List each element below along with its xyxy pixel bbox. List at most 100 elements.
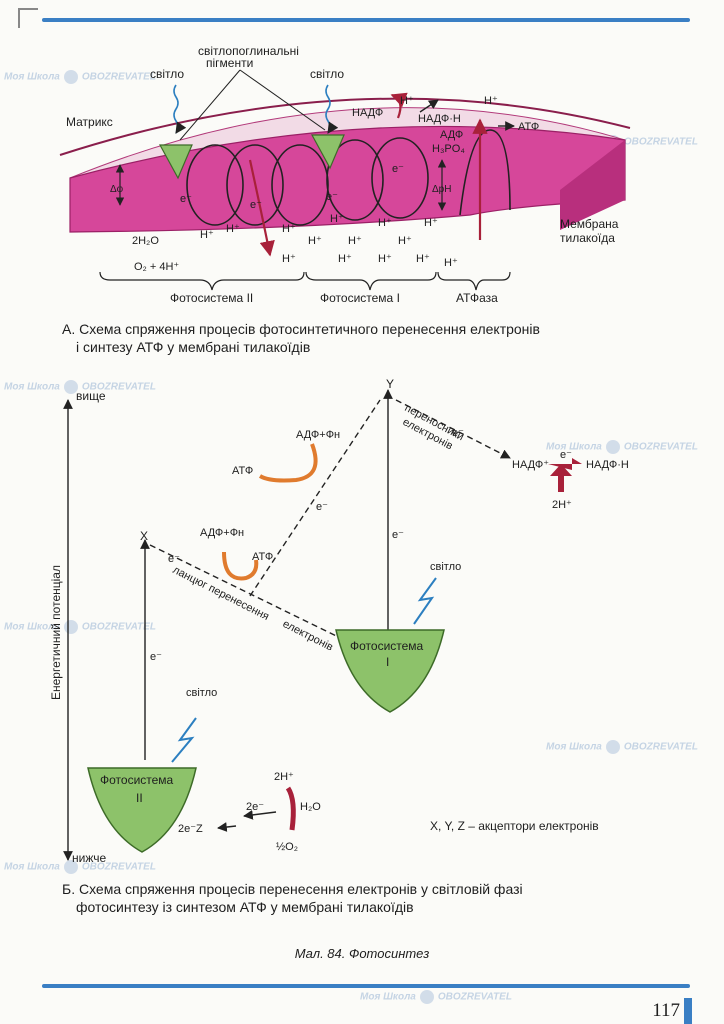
brace-atfaza <box>437 271 511 291</box>
label-e-carrier: e⁻ <box>452 427 464 439</box>
label-higher: вище <box>76 389 106 403</box>
label-light-2: світло <box>186 687 217 699</box>
light-bolt-1 <box>413 577 437 625</box>
membrane-front <box>69 125 626 233</box>
label-h2o: H₂O <box>300 801 321 813</box>
caption-b-line-2: фотосинтезу із синтезом АТФ у мембрані т… <box>76 899 414 915</box>
label-h: H⁺ <box>348 235 362 247</box>
caption-b: Б. Схема спряження процесів перенесення … <box>62 880 523 916</box>
label-half-o2: ½O₂ <box>276 841 298 853</box>
label-adf-fn-mid: АДФ+Фн <box>200 527 244 539</box>
label-ps2-1: Фотосистема <box>100 773 174 787</box>
nadf-arrow-head <box>550 464 572 476</box>
page-bar <box>684 998 692 1024</box>
label-ps2: Фотосистема II <box>170 291 253 305</box>
label-e-1: e⁻ <box>180 193 192 205</box>
label-membrane-2: тилакоїда <box>560 231 615 245</box>
label-h: H⁺ <box>338 253 352 265</box>
label-e-3: e⁻ <box>326 191 338 203</box>
label-delta-ph: ΔрН <box>432 184 451 195</box>
label-acceptors: X, Y, Z – акцептори електронів <box>430 819 599 833</box>
label-light-1: світло <box>430 561 461 573</box>
atp-arc-mid <box>222 551 259 581</box>
label-adf: АДФ <box>440 129 463 141</box>
label-pigments-1: світлопоглинальні <box>198 44 299 58</box>
caption-b-line-1: Б. Схема спряження процесів перенесення … <box>62 881 523 897</box>
label-nadf-h: НАДФ·Н <box>418 113 461 125</box>
red-arrow-h-out-1 <box>248 159 275 257</box>
label-e-4: e⁻ <box>392 163 404 175</box>
label-two-e: 2e⁻ <box>246 801 264 813</box>
label-two-h-bottom: 2H⁺ <box>274 771 294 783</box>
label-ps1-2: I <box>386 655 389 669</box>
pigment-cone-left <box>158 144 193 180</box>
label-water: 2H₂O <box>132 235 159 247</box>
membrane-outline <box>59 97 631 156</box>
label-h-plus-1: H⁺ <box>400 95 414 107</box>
label-h-plus-2: H⁺ <box>484 95 498 107</box>
water-arrow <box>285 786 296 831</box>
transport-loops <box>186 129 511 226</box>
label-x: X <box>140 529 148 543</box>
label-atf: АТФ <box>518 121 539 133</box>
label-h: H⁺ <box>416 253 430 265</box>
photosystem-1-cup <box>335 629 445 713</box>
page-number: 117 <box>652 1000 680 1021</box>
label-h: H⁺ <box>226 223 240 235</box>
nadf-arrow-bar <box>558 472 564 492</box>
label-h: H⁺ <box>308 235 322 247</box>
label-e-chain: e⁻ <box>168 553 180 565</box>
red-arrow-nadf <box>390 92 408 119</box>
label-h: H⁺ <box>378 253 392 265</box>
label-lower: нижче <box>72 851 106 865</box>
label-nadf-h: НАДФ·Н <box>586 459 629 471</box>
label-h: H⁺ <box>282 253 296 265</box>
top-rule <box>42 18 690 22</box>
label-two-h: 2H⁺ <box>552 499 572 511</box>
brace-ps2 <box>99 271 305 291</box>
arrow-nadf-h <box>419 99 439 113</box>
label-y: Y <box>386 377 394 391</box>
label-e-dashed: e⁻ <box>316 501 328 513</box>
label-light-right: світло <box>310 67 344 81</box>
label-two-e-z: 2e⁻Z <box>178 823 203 835</box>
label-chain-2: електронів <box>281 618 335 654</box>
label-e-2: e⁻ <box>250 199 262 211</box>
caption-a-line-1: А. Схема спряження процесів фотосинтетич… <box>62 321 540 337</box>
label-h: H⁺ <box>378 217 392 229</box>
label-h: H⁺ <box>282 223 296 235</box>
label-ps1-1: Фотосистема <box>350 639 424 653</box>
label-nadf-plus: НАДФ⁺ <box>512 459 549 471</box>
caption-a: А. Схема спряження процесів фотосинтетич… <box>62 320 540 356</box>
label-h: H⁺ <box>398 235 412 247</box>
label-atf-mid: АТФ <box>252 551 273 563</box>
label-atf-top: АТФ <box>232 465 253 477</box>
label-membrane-1: Мембрана <box>560 217 619 231</box>
label-h3po4: H₃PO₄ <box>432 143 465 155</box>
label-nadf: НАДФ <box>352 107 383 119</box>
label-matrix: Матрикс <box>66 115 113 129</box>
label-o2-4h: O₂ + 4H⁺ <box>134 261 179 273</box>
light-bolt-2 <box>171 717 197 763</box>
label-atfaza: АТФаза <box>456 291 498 305</box>
label-e-nadf: e⁻ <box>560 449 572 461</box>
label-h: H⁺ <box>200 229 214 241</box>
label-h: H⁺ <box>330 213 344 225</box>
label-ps2-2: II <box>136 791 143 805</box>
chain-up-dashed <box>249 399 381 597</box>
caption-a-line-2: і синтезу АТФ у мембрані тилакоїдів <box>76 339 311 355</box>
label-e-ps2: e⁻ <box>150 651 162 663</box>
light-wave-left <box>173 84 187 134</box>
label-h: H⁺ <box>444 257 458 269</box>
figure-a-thylakoid-diagram: світло світлопоглинальні пігменти світло… <box>59 44 631 305</box>
bottom-rule <box>42 984 690 988</box>
pigment-cone-right <box>310 134 345 170</box>
label-light-left: світло <box>150 67 184 81</box>
figure-b-z-scheme: вище нижче Енергетичний потенціал Y X АД… <box>49 377 629 865</box>
